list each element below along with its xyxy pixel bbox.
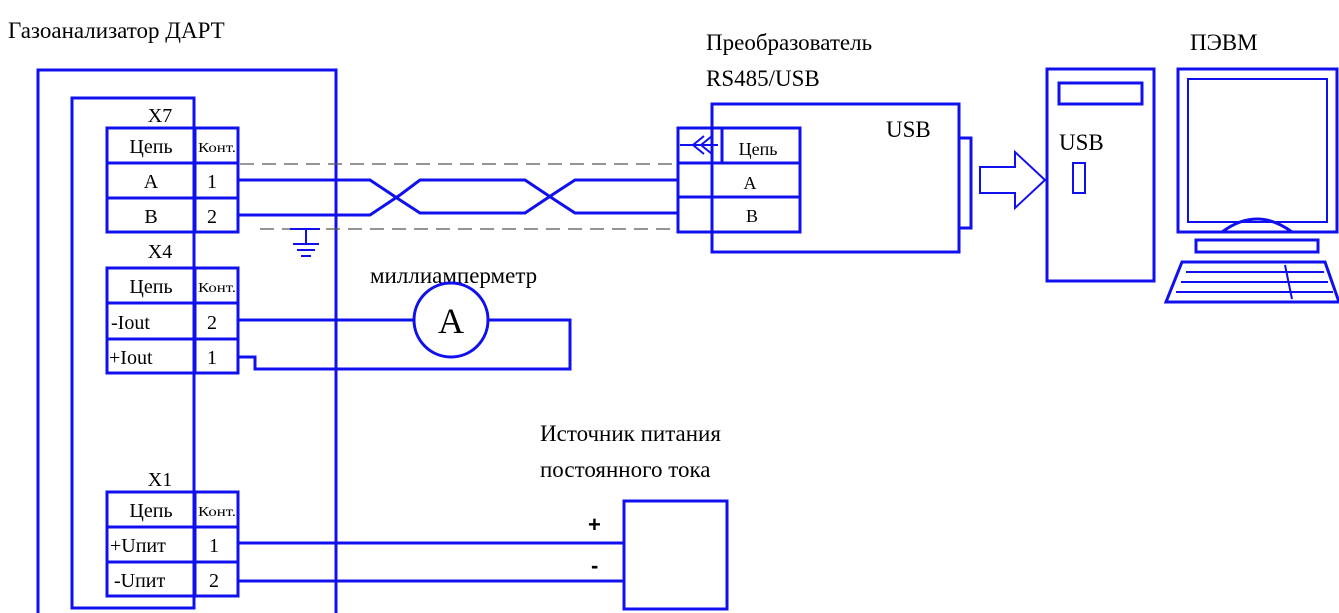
connector-x1-row1-circuit: +Uпит [110,535,166,557]
pc-title: ПЭВМ [1190,30,1258,55]
connector-x4: X4 Цепь Конт. -Iout 2 +Iout 1 [105,241,240,375]
converter-connector-table [676,126,802,234]
connector-x1-name: X1 [148,469,172,491]
connector-x7-name: X7 [148,105,172,127]
connector-x7-row1-pin: 1 [207,171,217,193]
connector-x1-row2-circuit: -Uпит [114,570,166,592]
connector-x1-header-pin: Конт. [198,505,236,520]
pc-usb-label: USB [1059,130,1104,155]
pc-monitor-icon [1176,67,1339,254]
ammeter-icon [412,281,490,359]
analyzer-title: Газоанализатор ДАРТ [8,18,225,43]
connector-x4-header-circuit: Цепь [129,276,172,298]
power-title-line2: постоянного тока [540,457,711,482]
connector-x7-row1-circuit: A [144,171,159,193]
wire-a [238,178,678,215]
ground-icon [290,228,320,257]
connector-x4-header-pin: Конт. [198,281,236,296]
ammeter-symbol: A [438,301,464,341]
connector-x1-row2-pin: 2 [209,570,219,592]
connector-x7-row2-circuit: B [144,206,157,228]
power-supply-box [622,499,729,611]
connector-x4-row2-pin: 1 [207,347,217,369]
converter-connector-header-circuit: Цепь [739,139,778,159]
rs485-cable [238,163,678,230]
connector-x7: X7 Цепь Конт. A 1 B 2 [105,105,240,234]
pc-tower-icon [1045,67,1156,283]
power-title-line1: Источник питания [540,421,721,446]
converter-title-line2: RS485/USB [706,66,820,91]
connector-socket-icon [680,135,718,155]
connector-x4-name: X4 [148,241,172,263]
converter-connector: Цепь A B [676,126,802,234]
converter-connector-row2-circuit: B [746,206,758,226]
converter-usb-port [957,136,973,230]
analyzer-housing [36,68,338,613]
connector-x1: X1 Цепь Конт. +Uпит 1 -Uпит 2 [105,469,240,598]
connector-x4-row2-circuit: +Iout [109,347,153,369]
connector-x1-row1-pin: 1 [209,535,219,557]
converter-title-line1: Преобразователь [706,30,872,55]
connector-x4-row1-pin: 2 [207,312,217,334]
wire-b [238,178,678,217]
converter-connector-row1-circuit: A [744,173,757,193]
connector-x7-header-pin: Конт. [198,141,236,156]
connector-x1-header-circuit: Цепь [129,500,172,522]
ammeter-loop-wire [238,318,572,371]
data-flow-arrow-icon [979,149,1047,211]
connector-x7-row2-pin: 2 [207,206,217,228]
converter-usb-label: USB [886,117,931,142]
power-minus-sign: - [591,553,598,578]
keyboard-icon [1163,260,1339,304]
power-plus-sign: + [588,512,601,537]
connector-x4-row1-circuit: -Iout [111,312,150,334]
connector-x7-header-circuit: Цепь [129,136,172,158]
